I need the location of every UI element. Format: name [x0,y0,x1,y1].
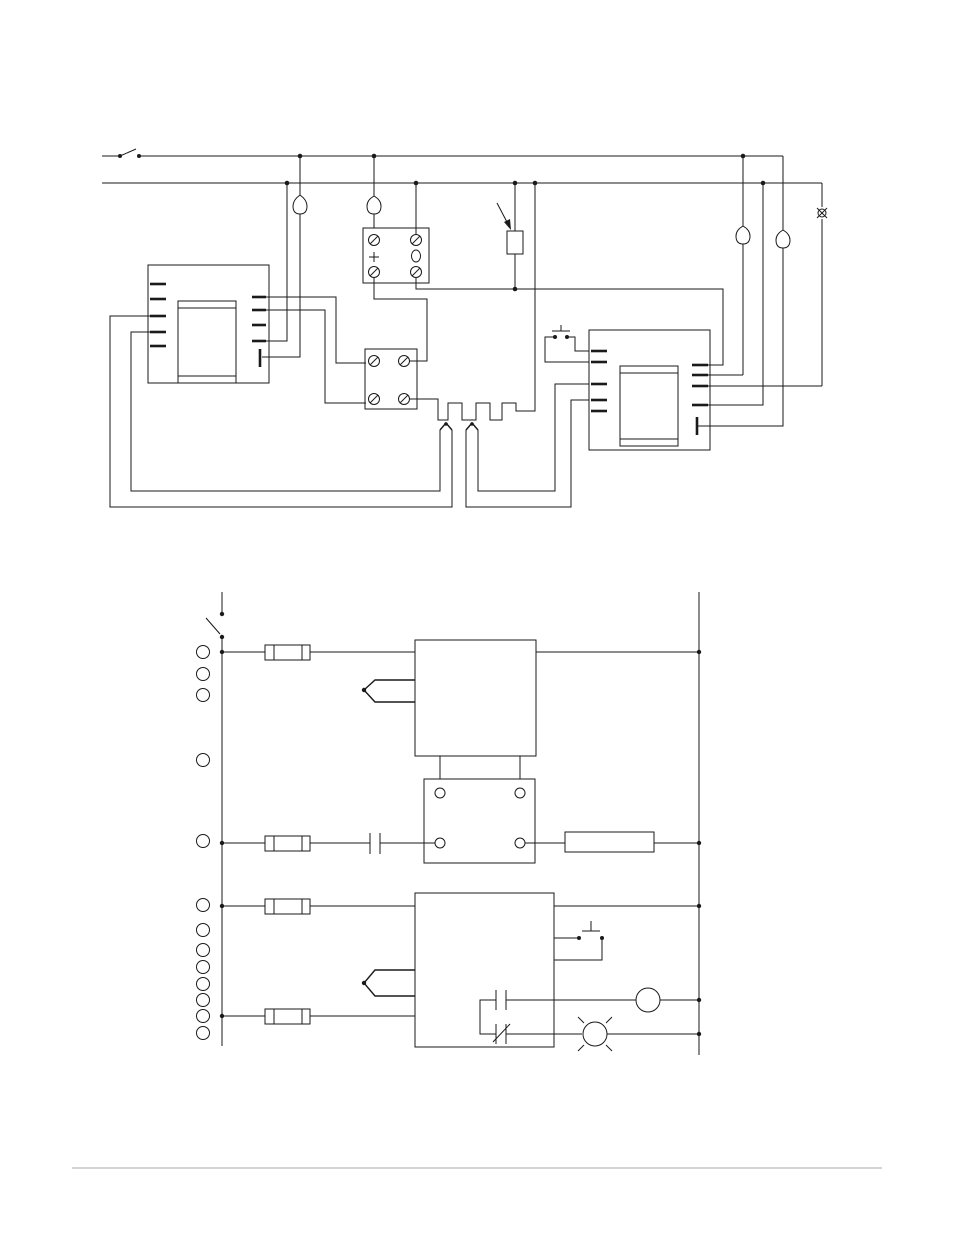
supply-line-l1 [102,149,783,230]
rung-3 [220,893,701,1047]
push-button-icon [554,921,604,960]
supply-line-l2 [102,183,822,207]
left-rail [206,592,224,1046]
controller-box-top [415,640,536,756]
junction-dots [285,154,766,292]
fuse-icon [265,899,310,914]
left-control-module [148,265,269,383]
capacitor-icon [370,833,380,854]
fuse-icon [265,1009,310,1024]
motor-icon [636,988,660,1012]
resistor-icon [497,183,523,289]
relay-contact-icon [424,756,535,863]
fuse-icon [265,836,310,851]
controller-box-bottom [415,893,554,1047]
thermocouple-junction-icon [364,680,415,702]
right-control-module [589,183,763,450]
rung-2 [220,832,701,854]
fuse-icon [736,156,750,365]
fuse-icon [265,645,310,660]
disconnect-switch-icon [206,618,220,634]
rung-4 [220,988,701,1051]
line-switch-icon [120,149,136,156]
pilot-lamp-icon [578,1017,612,1051]
thermocouple-junction-icon [440,384,589,507]
thermocouple-junction-icon [364,970,415,996]
relay-contact-icon [493,990,510,1044]
rung-markers [197,646,210,1040]
terminal-wiring [374,183,723,420]
wiring-diagram [0,0,954,560]
lower-terminal-block [365,349,417,409]
rung-1 [220,640,701,756]
fuse-icon [367,156,381,228]
push-button-icon [545,325,589,362]
heater-element-icon [565,832,654,852]
upper-terminal-block [363,183,429,283]
indicator-lamp-icon [697,208,827,386]
